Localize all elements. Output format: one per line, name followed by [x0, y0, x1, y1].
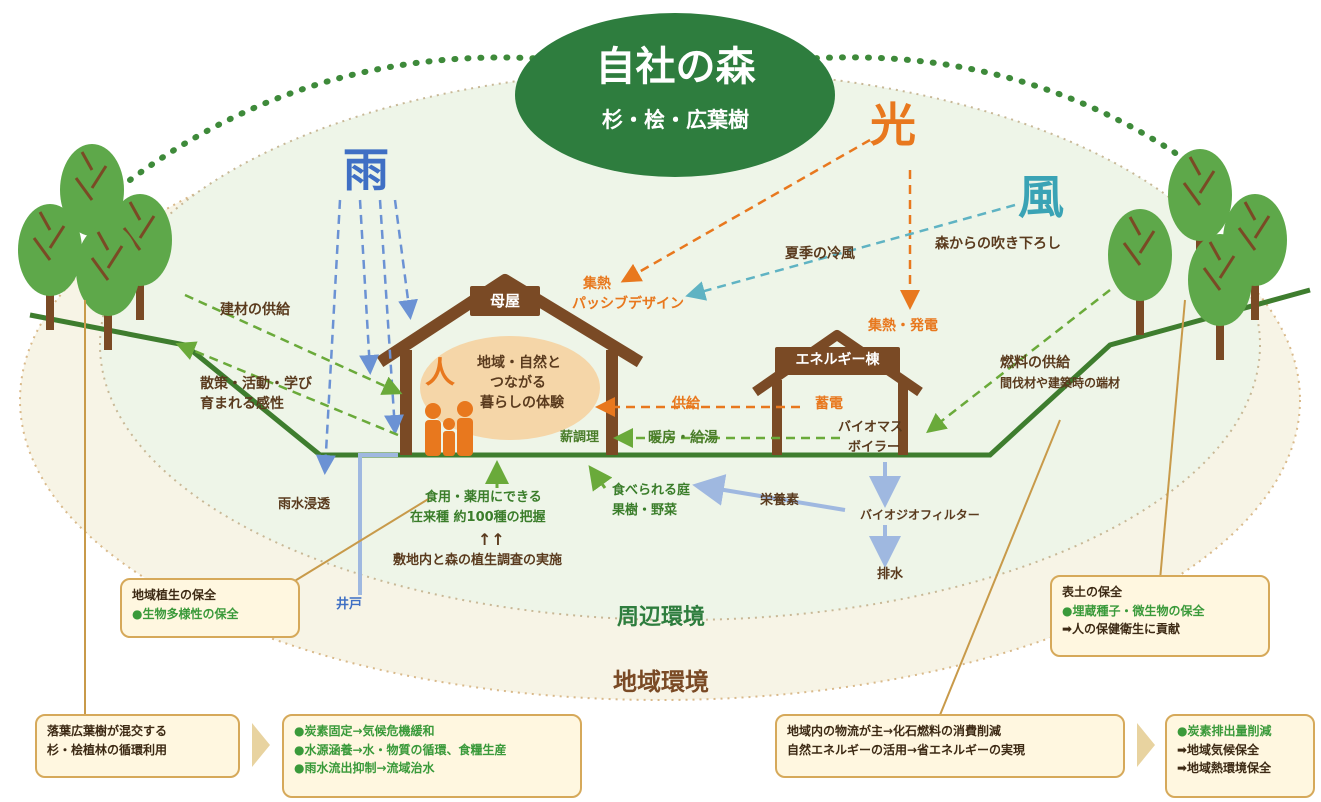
firewood-label: 薪調理 — [560, 430, 600, 445]
family-icon — [425, 401, 473, 456]
bottom-box-2-line-1: ●炭素固定→気候危機緩和 — [294, 724, 435, 738]
vegetation-callout: 地域植生の保全 ●生物多様性の保全 — [120, 578, 300, 638]
main-house-label: 母屋 — [489, 292, 520, 310]
bottom-box-1-line-2: 杉・桧植林の循環利用 — [47, 742, 168, 757]
surrounding-env-area — [100, 70, 1260, 620]
biomass-label-2: ボイラー — [848, 440, 901, 455]
passive-design-label: パッシブデザイン — [572, 296, 684, 312]
sensibility-label: 育まれる感性 — [200, 396, 284, 412]
topsoil-callout-title: 表土の保全 — [1062, 585, 1123, 599]
forest-downwind-label: 森からの吹き下ろし — [935, 236, 1061, 252]
fuel-supply-label: 燃料の供給 — [1000, 355, 1070, 371]
vegetation-survey-label: 敷地内と森の植生調査の実施 — [393, 553, 563, 568]
bottom-box-4-line-3: ➡地域熱環境保全 — [1177, 761, 1272, 776]
bottom-box-1-line-1: 落葉広葉樹が混交する — [47, 724, 168, 738]
surrounding-env-label: 周辺環境 — [617, 605, 706, 630]
bottom-box-2-line-3: ●雨水流出抑制→流域治水 — [294, 761, 435, 776]
storage-label: 蓄電 — [815, 396, 843, 412]
forest-title-oval — [515, 13, 835, 177]
bottom-box-4-line-2: ➡地域気候保全 — [1177, 742, 1260, 757]
page-subtitle: 杉・桧・広葉樹 — [602, 108, 749, 132]
energy-building-label: エネルギー棟 — [795, 352, 880, 368]
topsoil-callout: 表土の保全 ●埋蔵種子・微生物の保全 ➡人の保健衛生に貢献 — [1050, 575, 1270, 657]
chevron-right-icon — [1137, 723, 1155, 767]
heat-power-label: 集熱・発電 — [868, 318, 938, 334]
biomass-label-1: バイオマス — [838, 420, 904, 435]
edible-garden-label-1: 食べられる庭 — [612, 483, 691, 498]
bottom-box-3-line-1: 地域内の物流が主→化石燃料の消費削減 — [787, 724, 1002, 738]
walk-label: 散策・活動・学び — [200, 376, 312, 392]
vegetation-callout-item: ●生物多様性の保全 — [132, 606, 239, 621]
regional-env-label: 地域環境 — [613, 668, 709, 696]
rain-label: 雨 — [343, 143, 389, 197]
bottom-box-forest-use: 落葉広葉樹が混交する 杉・桧植林の循環利用 — [35, 714, 240, 778]
experience-line-1: 地域・自然と — [477, 355, 561, 371]
bottom-box-forest-benefits: ●炭素固定→気候危機緩和 ●水源涵養→水・物質の循環、食糧生産 ●雨水流出抑制→… — [282, 714, 582, 798]
wind-label: 風 — [1018, 170, 1064, 224]
bottom-box-climate: ●炭素排出量削減 ➡地域気候保全 ➡地域熱環境保全 — [1165, 714, 1315, 798]
edible-plants-label-1: 食用・薬用にできる — [425, 490, 542, 505]
topsoil-callout-item-2: ➡人の保健衛生に貢献 — [1062, 622, 1181, 637]
ground-line — [29, 287, 1311, 458]
person-label: 人 — [425, 356, 455, 391]
well-label: 井戸 — [336, 597, 363, 612]
summer-wind-label: 夏季の冷風 — [785, 246, 855, 262]
bottom-box-3-line-2: 自然エネルギーの活用→省エネルギーの実現 — [787, 742, 1026, 757]
fuel-source-label: 間伐材や建築時の端材 — [1000, 376, 1121, 390]
rain-infiltration-label: 雨水浸透 — [278, 497, 331, 512]
chevron-right-icon — [252, 723, 270, 767]
bottom-box-2-line-2: ●水源涵養→水・物質の循環、食糧生産 — [294, 742, 507, 757]
edible-garden-label-2: 果樹・野菜 — [612, 503, 678, 518]
heat-collect-label: 集熱 — [583, 276, 611, 292]
page-title: 自社の森 — [595, 44, 756, 90]
energy-building-icon — [752, 330, 923, 455]
building-material-label: 建材の供給 — [220, 302, 290, 318]
vegetation-callout-title: 地域植生の保全 — [132, 588, 217, 602]
bio-filter-label: バイオジオフィルター — [860, 508, 980, 522]
heating-label: 暖房・給湯 — [648, 430, 718, 446]
bottom-box-4-line-1: ●炭素排出量削減 — [1177, 724, 1272, 738]
nutrients-label: 栄養素 — [760, 493, 800, 508]
topsoil-callout-item-1: ●埋蔵種子・微生物の保全 — [1062, 603, 1205, 618]
experience-line-3: 暮らしの体験 — [480, 395, 564, 411]
up-arrows: ↑↑ — [478, 530, 505, 549]
drainage-label: 排水 — [877, 567, 904, 582]
experience-line-2: つながる — [490, 375, 546, 391]
edible-plants-label-2: 在来種 約100種の把握 — [410, 510, 546, 525]
bottom-box-energy: 地域内の物流が主→化石燃料の消費削減 自然エネルギーの活用→省エネルギーの実現 — [775, 714, 1125, 778]
light-label: 光 — [870, 98, 916, 152]
supply-label: 供給 — [672, 396, 700, 412]
